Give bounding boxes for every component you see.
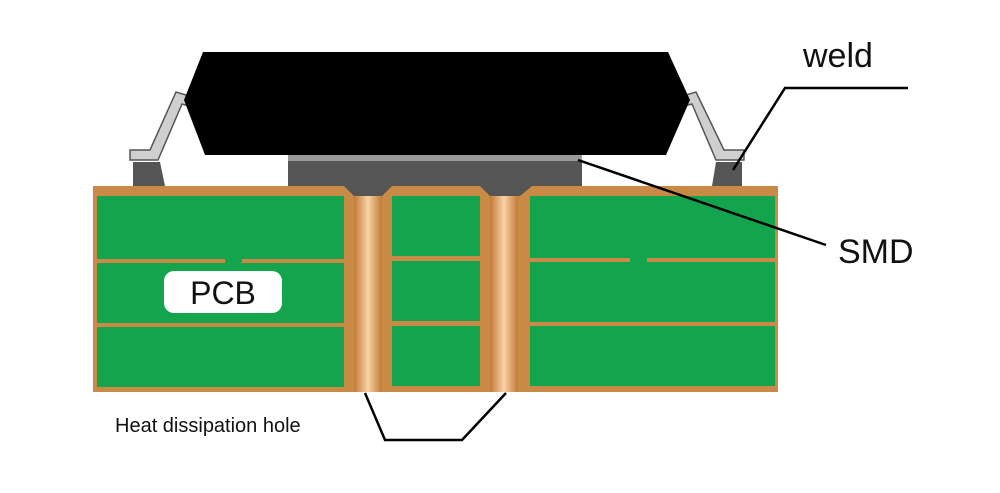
pcb-middle-block <box>392 196 480 386</box>
weld-label: weld <box>802 37 873 75</box>
pcb-left-block <box>97 196 344 387</box>
heat-hole-label: Heat dissipation hole <box>115 415 301 437</box>
via-right <box>490 196 518 392</box>
pcb-label-box <box>164 271 282 313</box>
heat-hole-leader-line <box>363 392 507 442</box>
smd-leader-line <box>577 158 827 247</box>
smd-label: SMD <box>838 233 914 271</box>
weld-right <box>712 162 742 186</box>
weld-leader-line <box>731 86 908 171</box>
via-left <box>354 196 382 392</box>
pcb-label: PCB <box>190 275 256 311</box>
smd-component-body <box>184 52 690 155</box>
thermal-solder <box>288 160 582 196</box>
weld-left <box>133 162 165 186</box>
pcb-right-block <box>530 196 775 386</box>
